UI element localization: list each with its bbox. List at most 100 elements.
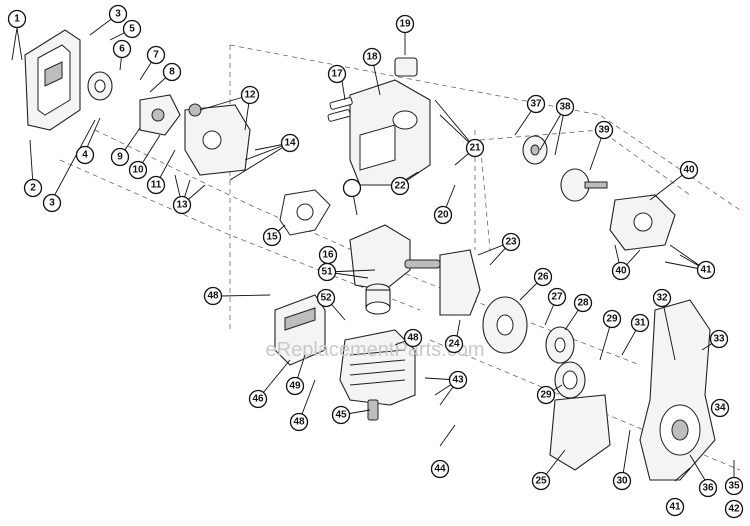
cylinder-part xyxy=(339,329,416,406)
callout-34: 35 xyxy=(724,476,744,496)
callout-52 xyxy=(342,178,362,198)
clutch-drum-part xyxy=(560,168,608,202)
svg-text:18: 18 xyxy=(366,52,378,63)
callout-12: 13 xyxy=(172,195,192,215)
callout-42: 43 xyxy=(448,370,468,390)
svg-text:48: 48 xyxy=(407,333,419,344)
svg-text:26: 26 xyxy=(537,272,549,283)
callout-3-bottom: 4 xyxy=(75,145,95,165)
callout-32: 33 xyxy=(709,329,729,349)
starter-pulley-part xyxy=(545,326,575,364)
svg-text:27: 27 xyxy=(551,292,563,303)
svg-text:30: 30 xyxy=(616,476,628,487)
clutch-part xyxy=(522,135,548,165)
svg-text:43: 43 xyxy=(452,375,464,386)
callout-25: 26 xyxy=(533,267,553,287)
svg-text:48: 48 xyxy=(207,291,219,302)
callout-26: 27 xyxy=(547,287,567,307)
svg-text:6: 6 xyxy=(119,44,125,55)
svg-text:44: 44 xyxy=(434,464,446,475)
svg-text:24: 24 xyxy=(448,339,460,350)
svg-text:39: 39 xyxy=(598,125,610,136)
svg-text:46: 46 xyxy=(252,394,264,405)
callout-40-top: 40 xyxy=(611,261,631,281)
callout-5: 6 xyxy=(112,39,132,59)
fuel-tank-part xyxy=(349,79,431,186)
housing-cover-part xyxy=(24,29,81,131)
callout-46: 48 xyxy=(289,412,309,432)
callout-18: 19 xyxy=(395,14,415,34)
callout-45: 46 xyxy=(248,389,268,409)
svg-text:3: 3 xyxy=(115,9,121,20)
shroud-part xyxy=(549,394,611,471)
svg-text:42: 42 xyxy=(728,504,740,515)
watermark: eReplacementParts.com xyxy=(266,339,485,361)
svg-text:11: 11 xyxy=(151,180,162,191)
callout-49: 51 xyxy=(317,262,337,282)
air-filter-part xyxy=(87,71,113,101)
svg-text:8: 8 xyxy=(169,67,175,78)
svg-text:5: 5 xyxy=(129,24,135,35)
callout-48-left: 48 xyxy=(203,286,223,306)
callout-37: 38 xyxy=(555,97,575,117)
svg-text:38: 38 xyxy=(559,102,571,113)
svg-text:10: 10 xyxy=(132,165,144,176)
svg-text:48: 48 xyxy=(293,417,305,428)
callout-13: 14 xyxy=(280,133,300,153)
callout-8: 9 xyxy=(110,147,130,167)
callout-2: 3 xyxy=(42,193,62,213)
starter-housing-part xyxy=(639,299,716,481)
svg-text:7: 7 xyxy=(153,50,159,61)
svg-text:29: 29 xyxy=(606,314,618,325)
svg-text:35: 35 xyxy=(728,481,740,492)
svg-text:14: 14 xyxy=(284,138,296,149)
callout-11: 12 xyxy=(240,85,260,105)
callout-20: 21 xyxy=(465,138,485,158)
crankcase-part xyxy=(349,224,441,291)
svg-text:1: 1 xyxy=(14,14,20,25)
callout-44: 45 xyxy=(331,405,351,425)
svg-text:20: 20 xyxy=(437,210,449,221)
svg-text:19: 19 xyxy=(399,19,411,30)
svg-text:32: 32 xyxy=(656,293,668,304)
callout-21: 22 xyxy=(390,176,410,196)
svg-text:40: 40 xyxy=(615,266,627,277)
callout-36: 37 xyxy=(526,94,546,114)
callout-19: 20 xyxy=(433,205,453,225)
callout-29-top: 29 xyxy=(602,309,622,329)
callout-38: 39 xyxy=(594,120,614,140)
callout-3-top: 3 xyxy=(108,4,128,24)
svg-text:37: 37 xyxy=(530,99,542,110)
svg-text:22: 22 xyxy=(394,181,406,192)
svg-text:28: 28 xyxy=(577,298,589,309)
svg-text:29: 29 xyxy=(540,390,552,401)
callout-1: 2 xyxy=(23,178,43,198)
svg-text:13: 13 xyxy=(176,200,188,211)
svg-text:4: 4 xyxy=(82,150,88,161)
callout-29-bottom: 30 xyxy=(612,471,632,491)
callout-43: 44 xyxy=(430,459,450,479)
callout-48-lower: 49 xyxy=(285,376,305,396)
callout-48-right: 48 xyxy=(403,328,423,348)
svg-text:40: 40 xyxy=(683,165,695,176)
callout-6: 7 xyxy=(146,45,166,65)
svg-text:21: 21 xyxy=(469,143,481,154)
svg-text:15: 15 xyxy=(266,232,278,243)
svg-text:45: 45 xyxy=(335,410,347,421)
callout-9: 10 xyxy=(128,160,148,180)
fuel-line-part xyxy=(327,97,353,122)
gasket-part xyxy=(279,189,331,236)
callout-40-bottom: 41 xyxy=(665,497,685,517)
callout-24: 25 xyxy=(531,471,551,491)
callout-4: 5 xyxy=(122,19,142,39)
svg-text:33: 33 xyxy=(713,334,725,345)
callout-10: 11 xyxy=(146,175,166,195)
callout-33: 34 xyxy=(710,398,730,418)
svg-text:25: 25 xyxy=(535,476,547,487)
callout-30: 31 xyxy=(630,313,650,333)
intake-manifold-part xyxy=(184,103,251,176)
carburetor-part xyxy=(139,94,181,136)
svg-text:23: 23 xyxy=(505,237,517,248)
svg-text:49: 49 xyxy=(289,381,301,392)
